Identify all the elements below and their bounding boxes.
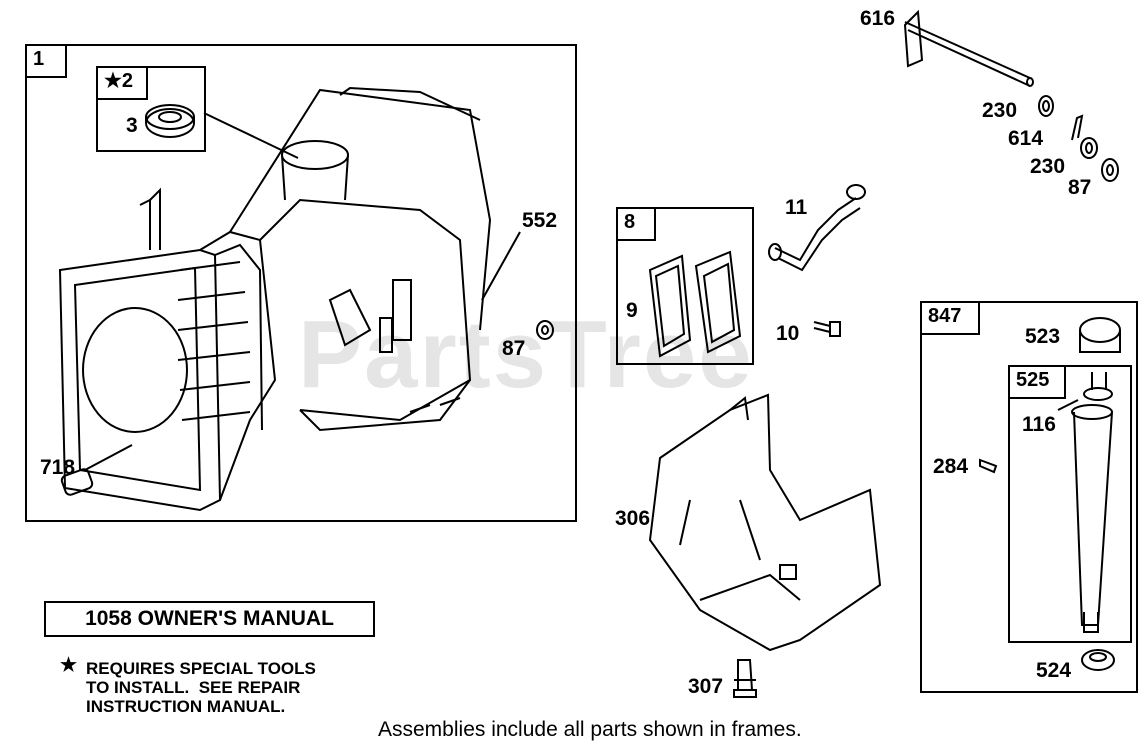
seal-leader-line xyxy=(203,112,299,159)
label-9: 9 xyxy=(626,299,638,322)
frame-dipstick-assembly xyxy=(920,301,1138,693)
label-284: 284 xyxy=(933,455,969,478)
shield-306-drawing xyxy=(648,393,882,652)
dowel-718-drawing xyxy=(60,444,133,496)
special-tools-note: REQUIRES SPECIAL TOOLS TO INSTALL. SEE R… xyxy=(86,659,316,716)
oring-leader xyxy=(1057,399,1079,411)
label-230-top: 230 xyxy=(982,99,1018,122)
washers-right-drawing xyxy=(1038,95,1119,182)
watermark: PartsTree xyxy=(298,301,754,408)
label-718: 718 xyxy=(40,456,76,479)
gasket-drawing xyxy=(648,250,742,358)
label-3: 3 xyxy=(126,114,138,137)
label-10: 10 xyxy=(776,322,800,345)
tube-11-drawing xyxy=(768,184,866,272)
frame-tag-8: 8 xyxy=(616,207,656,241)
frame-gasket-assembly xyxy=(616,207,754,365)
cylinder-block-drawing xyxy=(58,86,492,512)
frame-seal-assembly xyxy=(96,66,206,152)
special-tools-star: ★ xyxy=(60,655,78,676)
frame-cylinder-assembly xyxy=(25,44,577,522)
assemblies-caption: Assemblies include all parts shown in fr… xyxy=(378,718,802,741)
seal-ring-drawing xyxy=(145,104,195,138)
label-306: 306 xyxy=(615,507,651,530)
label-524: 524 xyxy=(1036,659,1072,682)
owners-manual-box: 1058 OWNER'S MANUAL xyxy=(44,601,375,637)
label-307: 307 xyxy=(688,675,724,698)
frame-tag-847: 847 xyxy=(920,301,980,335)
frame-tag-1: 1 xyxy=(25,44,67,78)
shaft-616-drawing xyxy=(903,9,1034,87)
frame-tag-525: 525 xyxy=(1008,365,1066,399)
label-614: 614 xyxy=(1008,127,1044,150)
bolt-307-drawing xyxy=(733,659,757,698)
nut-87-left-drawing xyxy=(536,320,554,340)
frame-tag-2: ★2 xyxy=(96,66,148,100)
label-11: 11 xyxy=(785,196,808,219)
label-552: 552 xyxy=(522,209,558,232)
screw-10-drawing xyxy=(813,321,841,337)
frame-dipstick-inner-assembly xyxy=(1008,365,1132,643)
dipstick-drawing xyxy=(1071,317,1121,671)
label-230-bottom: 230 xyxy=(1030,155,1066,178)
label-523: 523 xyxy=(1025,325,1061,348)
screw-284-drawing xyxy=(979,458,998,474)
pin-552-leader xyxy=(481,231,521,301)
label-87-left: 87 xyxy=(502,337,526,360)
label-616: 616 xyxy=(860,7,896,30)
label-87-right: 87 xyxy=(1068,176,1092,199)
label-116: 116 xyxy=(1022,413,1056,436)
